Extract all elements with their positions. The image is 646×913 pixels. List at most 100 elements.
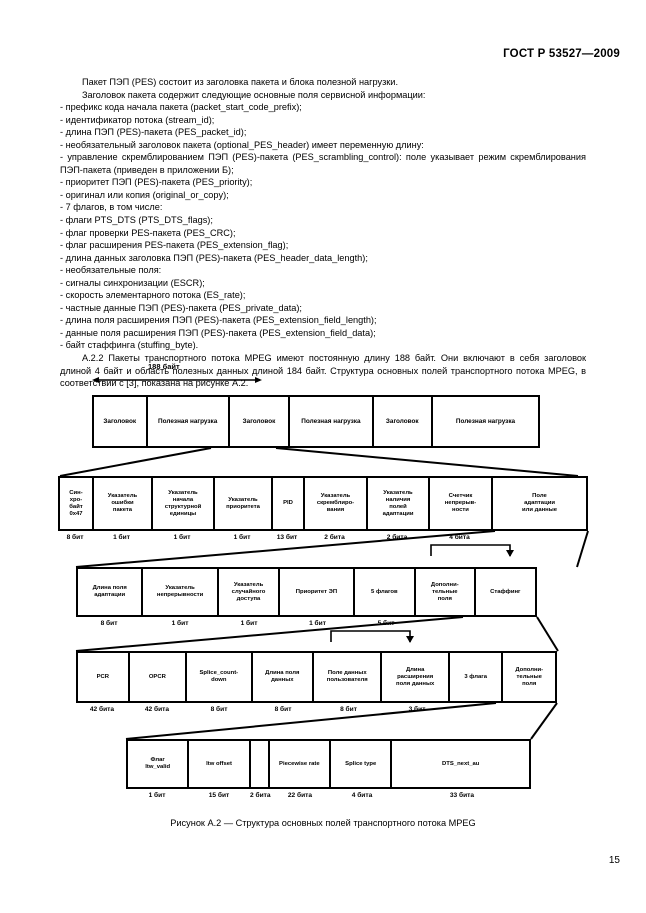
bit-label: 4 бита bbox=[449, 534, 470, 541]
paragraph: - длина данных заголовка ПЭП (PES)-пакет… bbox=[60, 252, 368, 263]
cell-header-2: Заголовок bbox=[229, 397, 291, 446]
cell-adaptation-control: Указатель наличия полей адаптации bbox=[368, 478, 430, 529]
cell-ext-field-length: Длина расширения поля данных bbox=[382, 653, 450, 701]
cell-stuffing: Стаффинг bbox=[475, 569, 536, 615]
paragraph: - необязательные поля: bbox=[60, 265, 162, 276]
bit-label: 13 бит bbox=[276, 534, 298, 541]
cell-opcr: OPCR bbox=[129, 653, 188, 701]
paragraph: - частные данные ПЭП (PES)-пакета (PES_p… bbox=[60, 302, 302, 313]
cell-header-3: Заголовок bbox=[373, 397, 433, 446]
document-standard-header: ГОСТ Р 53527—2009 bbox=[503, 48, 620, 60]
cell-ltw-valid-flag: Флаг ltw_valid bbox=[128, 741, 190, 787]
bits-row-optional: 42 бита 42 бита 8 бит 8 бит 8 бит 3 бит bbox=[76, 706, 557, 713]
paragraph: - приоритет ПЭП (PES)-пакета (PES_priori… bbox=[60, 177, 253, 188]
expansion-connector-3 bbox=[75, 616, 559, 652]
cell-transport-priority: Указатель приоритета bbox=[215, 478, 273, 529]
cell-reserved bbox=[250, 741, 270, 787]
cell-optional-fields-1: Дополни- тельные поля bbox=[416, 569, 476, 615]
cell-payload-1: Полезная нагрузка bbox=[147, 397, 230, 446]
field-bracket-2 bbox=[330, 630, 414, 643]
bit-label: 8 бит bbox=[210, 706, 228, 713]
paragraph: - байт стаффинга (stuffing_byte). bbox=[60, 340, 199, 351]
cell-adaptation-length: Длина поля адаптации bbox=[78, 569, 144, 615]
paragraph: A.2.2 Пакеты транспортного потока MPEG и… bbox=[60, 353, 586, 389]
cell-payload-2: Полезная нагрузка bbox=[290, 397, 374, 446]
cell-pid: PID bbox=[273, 478, 305, 529]
page-number: 15 bbox=[608, 855, 620, 866]
bits-row-ltw: 1 бит 15 бит 2 бита 22 бита 4 бита 33 би… bbox=[126, 792, 531, 799]
dimension-arrow bbox=[92, 377, 262, 383]
diagram-row-optional: PCR OPCR Splice_count- down Длина поля д… bbox=[76, 651, 557, 703]
paragraph: - длина ПЭП (PES)-пакета (PES_packet_id)… bbox=[60, 127, 247, 138]
figure-a2: 188 байт Заголовок Полезная нагрузка Заг… bbox=[0, 362, 646, 832]
cell-continuity-counter: Счетчик непрерыв- ности bbox=[430, 478, 493, 529]
cell-sync-byte: Син- хро- байт 0х47 bbox=[60, 478, 94, 529]
cell-payload-3: Полезная нагрузка bbox=[432, 397, 539, 446]
bits-row-ts-header: 8 бит 1 бит 1 бит 1 бит 13 бит 2 бита 2 … bbox=[58, 534, 588, 541]
cell-transport-error: Указатель ошибки пакета bbox=[94, 478, 153, 529]
paragraph: - флаг проверки PES-пакета (PES_CRC); bbox=[60, 227, 236, 238]
bit-label: 8 бит bbox=[340, 706, 357, 713]
bit-label: 4 бита bbox=[351, 792, 373, 799]
diagram-row-adaptation: Длина поля адаптации Указатель непрерывн… bbox=[76, 567, 537, 617]
cell-pcr: PCR bbox=[78, 653, 130, 701]
cell-random-access: Указатель случайного доступа bbox=[218, 569, 281, 615]
paragraph: - флаги PTS_DTS (PTS_DTS_flags); bbox=[60, 215, 213, 226]
paragraph: - данные поля расширения ПЭП (PES)-пакет… bbox=[60, 327, 376, 338]
cell-splice-countdown: Splice_count- down bbox=[187, 653, 253, 701]
bit-label: 33 бита bbox=[449, 792, 475, 799]
bit-label: 42 бита bbox=[89, 706, 115, 713]
field-bracket-1 bbox=[430, 544, 514, 557]
cell-splice-type: Splice type bbox=[331, 741, 393, 787]
bit-label: 15 бит bbox=[208, 792, 230, 799]
cell-data-field-length: Длина поля данных bbox=[252, 653, 315, 701]
body-text: Пакет ПЭП (PES) состоит из заголовка пак… bbox=[60, 76, 586, 390]
dimension-label: 188 байт bbox=[148, 362, 180, 371]
cell-header-1: Заголовок bbox=[94, 397, 148, 446]
expansion-connector-4 bbox=[125, 702, 558, 740]
paragraph: Пакет ПЭП (PES) состоит из заголовка пак… bbox=[82, 77, 398, 87]
diagram-row-ltw: Флаг ltw_valid ltw offset Piecewise rate… bbox=[126, 739, 531, 789]
bit-label: 2 бита bbox=[386, 534, 408, 541]
cell-optional-fields-2: Дополни- тельные поля bbox=[503, 653, 556, 701]
bit-label: 22 бита bbox=[287, 792, 313, 799]
bit-label: 3 бит bbox=[408, 706, 426, 713]
paragraph: - сигналы синхронизации (ESCR); bbox=[60, 277, 205, 288]
expansion-connector-1 bbox=[59, 447, 579, 477]
cell-payload-unit-start: Указатель начала структурной единицы bbox=[153, 478, 215, 529]
bit-label: 1 бит bbox=[309, 620, 326, 627]
expansion-connector-2 bbox=[75, 530, 589, 568]
cell-ltw-offset: ltw offset bbox=[189, 741, 251, 787]
paragraph: - управление скремблированием ПЭП (PES)-… bbox=[60, 152, 586, 175]
paragraph: - 7 флагов, в том числе: bbox=[60, 202, 163, 213]
bit-label: 2 бита bbox=[250, 792, 271, 799]
paragraph: - длина поля расширения ПЭП (PES)-пакета… bbox=[60, 315, 377, 326]
bit-label: 1 бит bbox=[233, 534, 251, 541]
bit-label: 1 бит bbox=[148, 792, 166, 799]
cell-adaptation-or-data: Поле адаптации или данные bbox=[493, 478, 586, 529]
paragraph: - флаг расширения PES-пакета (PES_extens… bbox=[60, 240, 289, 251]
paragraph: - необязательный заголовок пакета (optio… bbox=[60, 139, 424, 150]
bit-label: 42 бита bbox=[144, 706, 170, 713]
diagram-row-packets: Заголовок Полезная нагрузка Заголовок По… bbox=[92, 395, 540, 448]
cell-dts-next-au: DTS_next_au bbox=[392, 741, 529, 787]
cell-scrambling-control: Указатель скремблиро- вания bbox=[305, 478, 368, 529]
bit-label: 8 бит bbox=[274, 706, 292, 713]
cell-five-flags: 5 флагов bbox=[354, 569, 417, 615]
paragraph: Заголовок пакета содержит следующие осно… bbox=[82, 89, 426, 100]
figure-caption: Рисунок А.2 — Структура основных полей т… bbox=[170, 818, 476, 828]
bit-label: 1 бит bbox=[113, 534, 130, 541]
paragraph: - оригинал или копия (original_or_copy); bbox=[60, 189, 229, 200]
cell-es-priority: Приоритет ЭП bbox=[280, 569, 355, 615]
bit-label: 1 бит bbox=[173, 534, 191, 541]
paragraph: - скорость элементарного потока (ES_rate… bbox=[60, 290, 246, 301]
bit-label: 1 бит bbox=[171, 620, 189, 627]
bit-label: 2 бита bbox=[324, 534, 345, 541]
bit-label: 8 бит bbox=[66, 534, 84, 541]
bit-label: 1 бит bbox=[240, 620, 258, 627]
paragraph: - идентификатор потока (stream_id); bbox=[60, 114, 215, 125]
cell-three-flags: 3 флага bbox=[449, 653, 504, 701]
diagram-row-ts-header: Син- хро- байт 0х47 Указатель ошибки пак… bbox=[58, 476, 588, 531]
cell-discontinuity: Указатель непрерывности bbox=[143, 569, 219, 615]
